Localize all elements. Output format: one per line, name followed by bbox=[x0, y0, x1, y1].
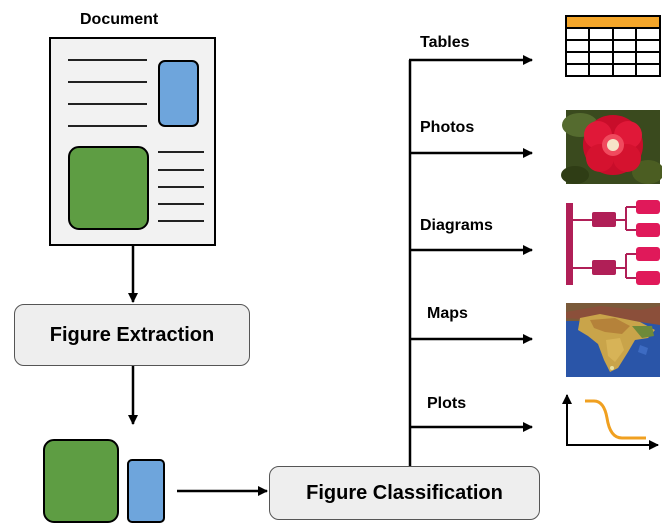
figure-classification-box: Figure Classification bbox=[269, 466, 540, 520]
line-plot-icon bbox=[562, 394, 659, 450]
category-label-plots: Plots bbox=[427, 395, 467, 412]
document-title: Document bbox=[80, 11, 159, 28]
tree-diagram-icon bbox=[566, 200, 660, 285]
category-label-tables: Tables bbox=[420, 34, 470, 51]
extracted-figure-blue bbox=[127, 459, 165, 523]
extracted-figure-green bbox=[43, 439, 119, 523]
category-label-photos: Photos bbox=[420, 119, 475, 136]
figure-extraction-box: Figure Extraction bbox=[14, 304, 250, 366]
category-label-maps: Maps bbox=[427, 305, 468, 322]
document-page-icon bbox=[49, 37, 216, 246]
category-label-diagrams: Diagrams bbox=[420, 217, 493, 234]
india-map-icon bbox=[566, 303, 660, 377]
table-icon bbox=[565, 15, 661, 77]
rose-photo-icon bbox=[561, 110, 662, 184]
